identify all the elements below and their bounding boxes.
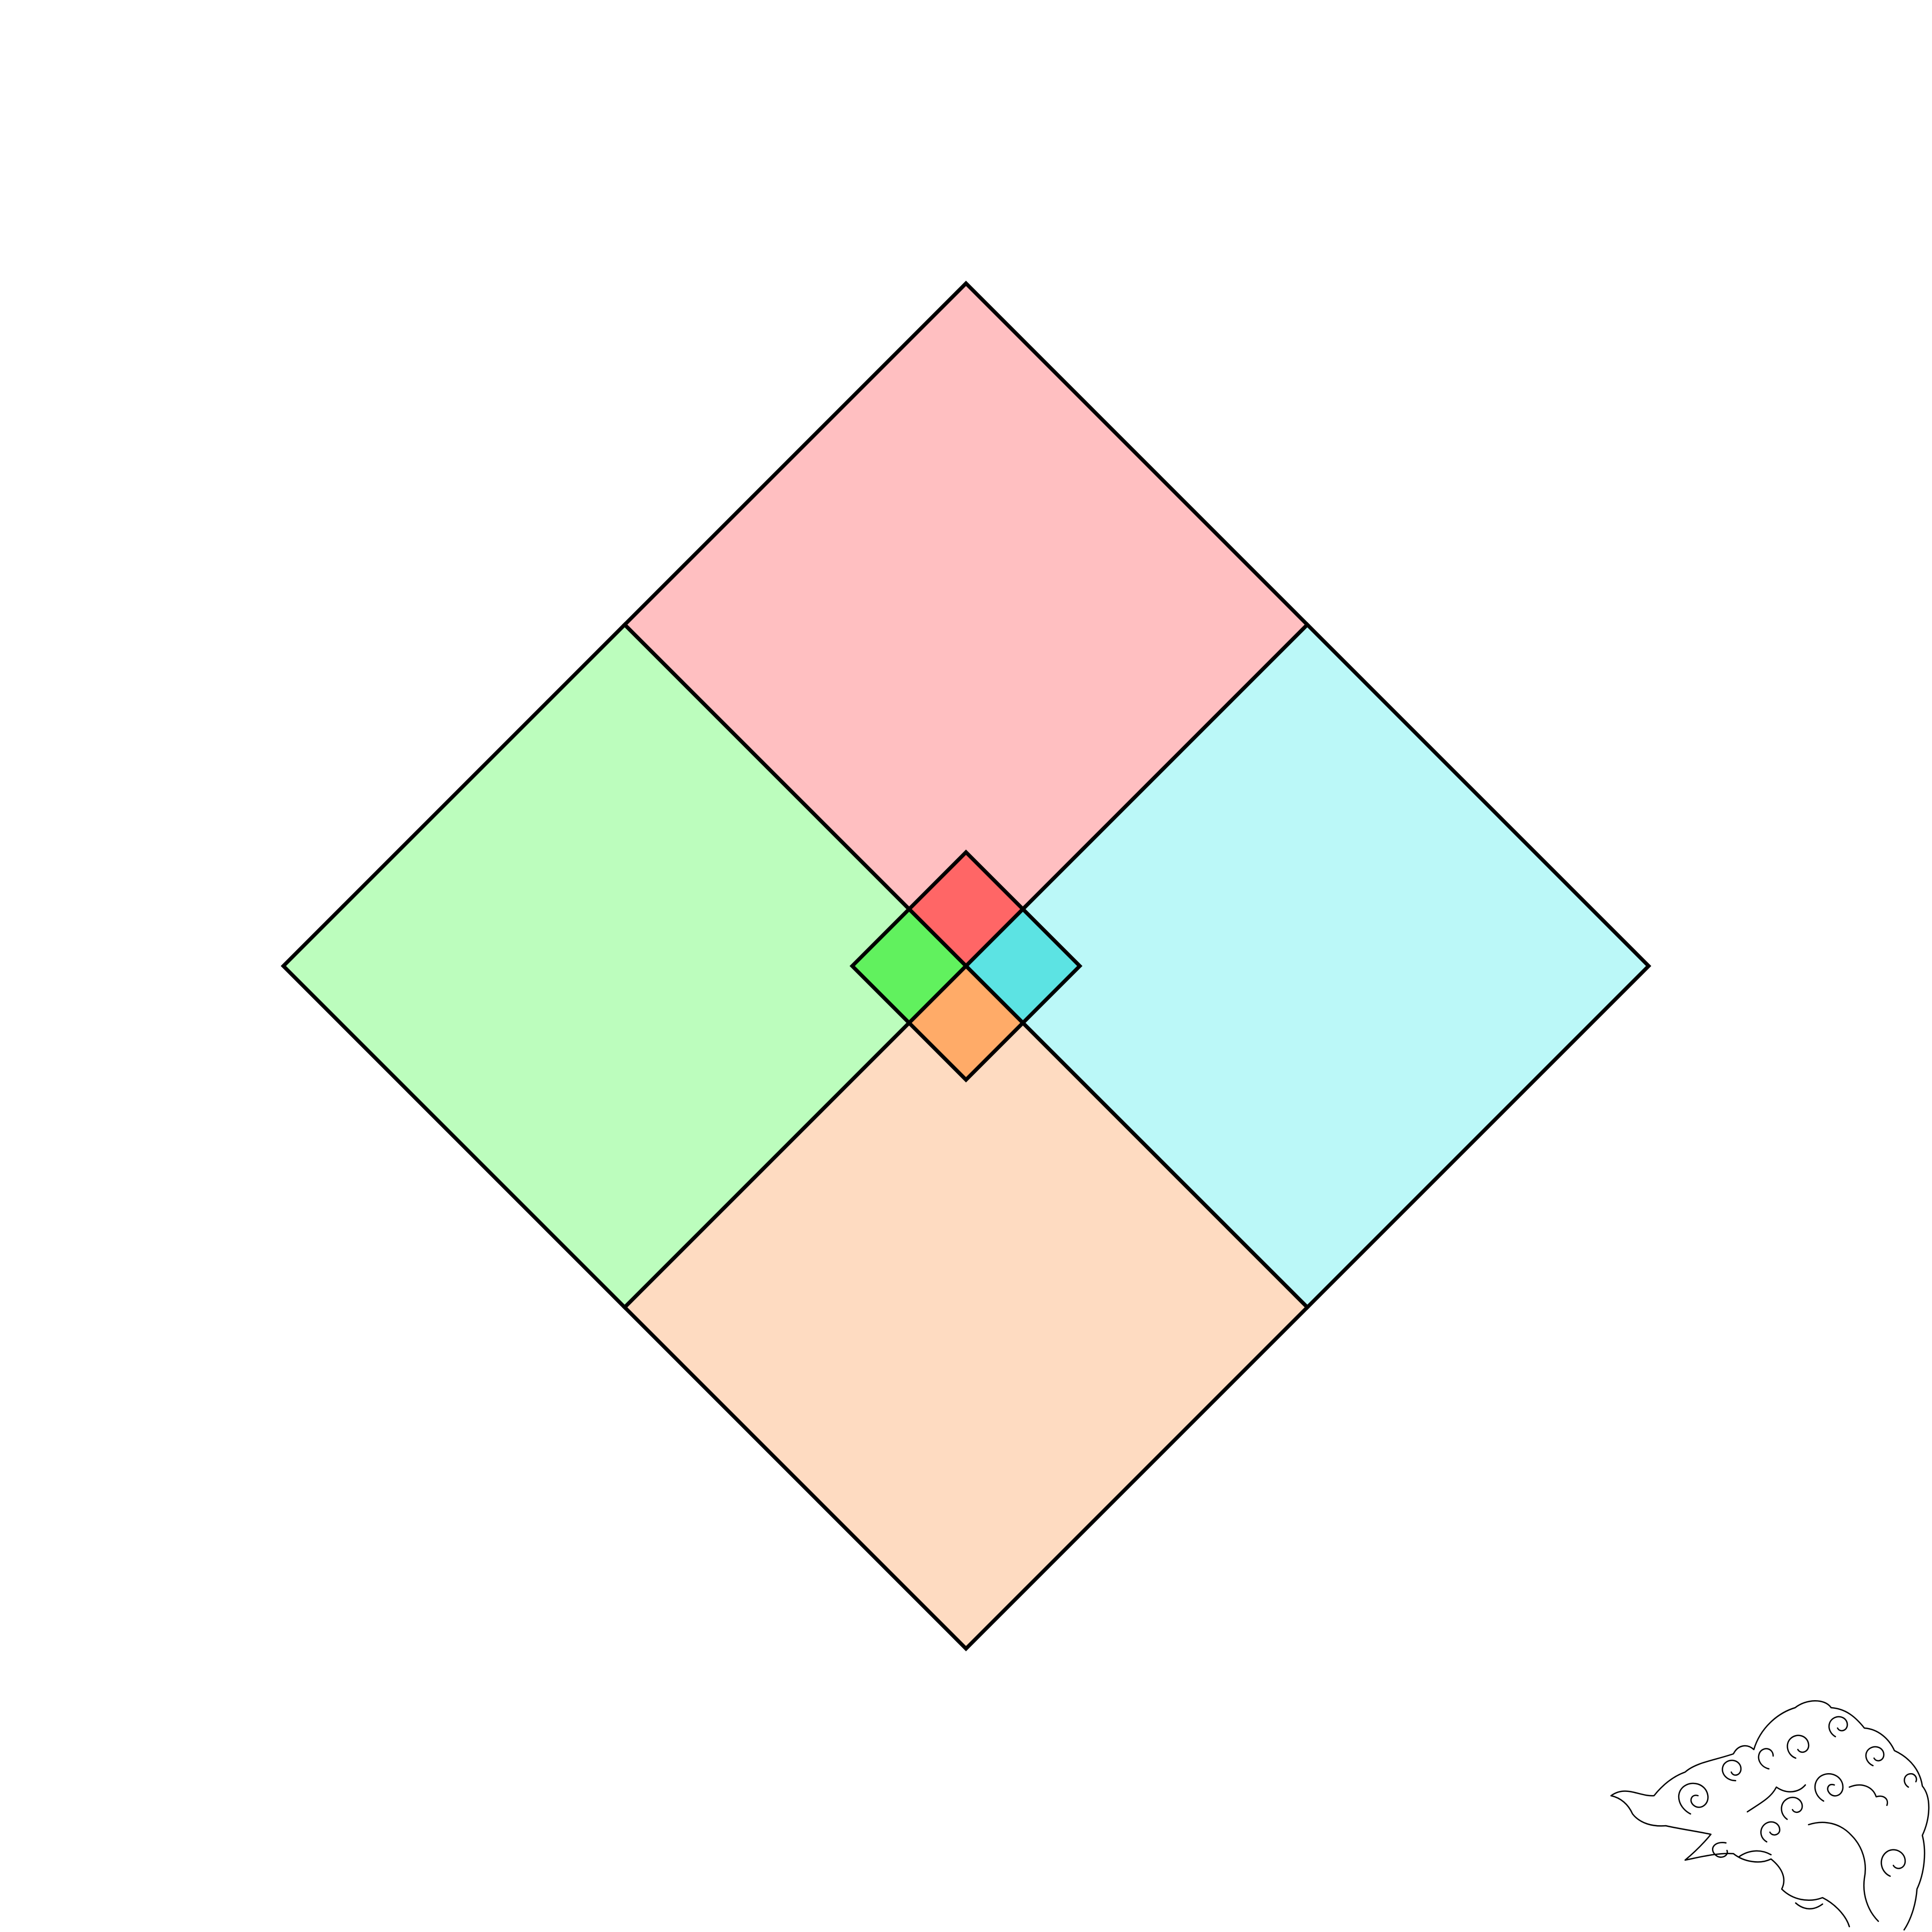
small-tile-bottom	[906, 963, 1026, 1082]
cloud-scroll-icon	[1610, 1700, 1930, 1931]
large-tile-bottom	[622, 963, 1310, 1651]
